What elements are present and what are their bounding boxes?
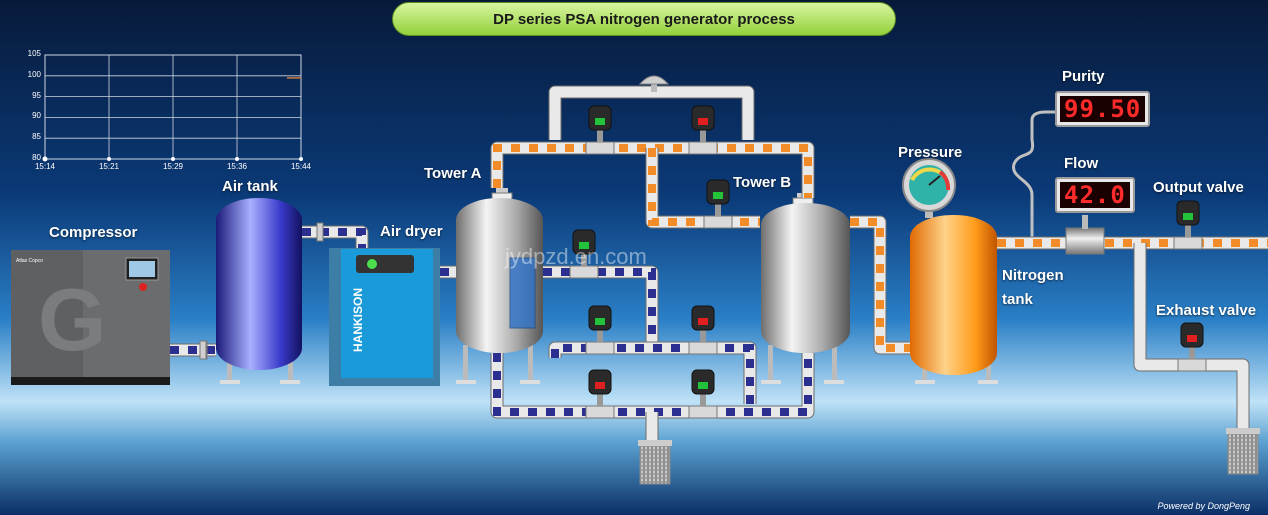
- watermark: jydpzd.en.com: [505, 244, 647, 269]
- chart-grid: [42, 54, 303, 162]
- pipes: [170, 85, 1268, 444]
- pipe-body: [549, 86, 754, 140]
- label-nitrogen-tank: Nitrogen: [1002, 267, 1064, 284]
- label-tower-b: Tower B: [733, 174, 792, 191]
- valve-open[interactable]: [585, 305, 615, 355]
- valve-closed[interactable]: [585, 369, 615, 419]
- valve-closed[interactable]: [1177, 322, 1207, 372]
- air-tank[interactable]: [216, 198, 302, 384]
- label-tower-a: Tower A: [424, 165, 482, 182]
- nitrogen-tank[interactable]: [910, 215, 998, 384]
- valve-open[interactable]: [1173, 200, 1203, 250]
- pipe-flange: [199, 340, 207, 360]
- pipe-flow: [551, 344, 754, 404]
- pipe: [548, 85, 755, 140]
- chart-x-tick: 15:44: [290, 162, 312, 171]
- purity-tube: [1012, 110, 1056, 240]
- flow-display: 42.0: [1055, 177, 1135, 213]
- pipe-flow: [493, 353, 812, 416]
- label-exhaust-valve: Exhaust valve: [1156, 302, 1257, 319]
- svg-text:G: G: [38, 270, 106, 369]
- chart-origin-marker: [42, 156, 48, 162]
- chart-y-tick: 100: [27, 69, 41, 79]
- flow-value: 42.0: [1060, 182, 1130, 208]
- label-flow: Flow: [1064, 155, 1099, 172]
- valve-open[interactable]: [569, 229, 599, 279]
- page-title: DP series PSA nitrogen generator process: [392, 2, 896, 36]
- chart-x-marker: [171, 157, 175, 161]
- label-purity: Purity: [1062, 68, 1105, 85]
- label-compressor: Compressor: [49, 224, 138, 241]
- chart-x-tick: 15:14: [34, 162, 56, 171]
- pipe: [548, 341, 757, 404]
- pipe-flow: [493, 144, 812, 198]
- pipe-body: [549, 342, 756, 404]
- valve-open[interactable]: [688, 369, 718, 419]
- pipe-flow: [850, 218, 910, 352]
- valve-open[interactable]: [703, 179, 733, 229]
- valve-open[interactable]: [585, 105, 615, 155]
- chart-y-tick: 95: [32, 90, 41, 100]
- chart-y-tick: 105: [27, 49, 41, 58]
- exhaust-strainer-left: [638, 440, 672, 485]
- trend-chart: [42, 54, 303, 162]
- chart-x-tick: 15:29: [162, 162, 184, 171]
- chart-y-tick: 85: [32, 132, 41, 142]
- compressor[interactable]: G: [11, 250, 170, 385]
- valve-closed[interactable]: [688, 105, 718, 155]
- air-dryer[interactable]: HANKISON: [329, 248, 440, 386]
- valve-closed[interactable]: [688, 305, 718, 355]
- purity-value: 99.50: [1060, 96, 1146, 122]
- page-title-text: DP series PSA nitrogen generator process: [493, 10, 795, 28]
- label-air-tank: Air tank: [222, 178, 278, 195]
- purity-display: 99.50: [1055, 91, 1151, 127]
- chart-x-tick: 15:21: [98, 162, 120, 171]
- label-nitrogen-tank-2: tank: [1002, 291, 1033, 308]
- pipe-flange: [316, 222, 324, 242]
- valves: [199, 105, 1207, 419]
- label-output-valve: Output valve: [1153, 179, 1244, 196]
- top-silencer: [638, 75, 670, 92]
- dryer-brand: HANKISON: [351, 288, 365, 352]
- label-pressure: Pressure: [898, 144, 963, 161]
- chart-x-marker: [299, 157, 303, 161]
- chart-x-tick: 15:36: [226, 162, 248, 171]
- chart-x-marker: [235, 157, 239, 161]
- chart-y-tick: 80: [32, 153, 41, 162]
- exhaust-strainer-right: [1226, 428, 1260, 475]
- label-air-dryer: Air dryer: [380, 223, 443, 240]
- tower-a[interactable]: [456, 188, 543, 384]
- footer-credit: Powered by DongPeng: [1157, 501, 1250, 511]
- pressure-gauge: [902, 158, 956, 218]
- chart-x-marker: [107, 157, 111, 161]
- flow-meter: [1065, 215, 1105, 255]
- chart-y-tick: 90: [32, 111, 41, 121]
- compressor-brand: Atlas Copco: [16, 258, 43, 264]
